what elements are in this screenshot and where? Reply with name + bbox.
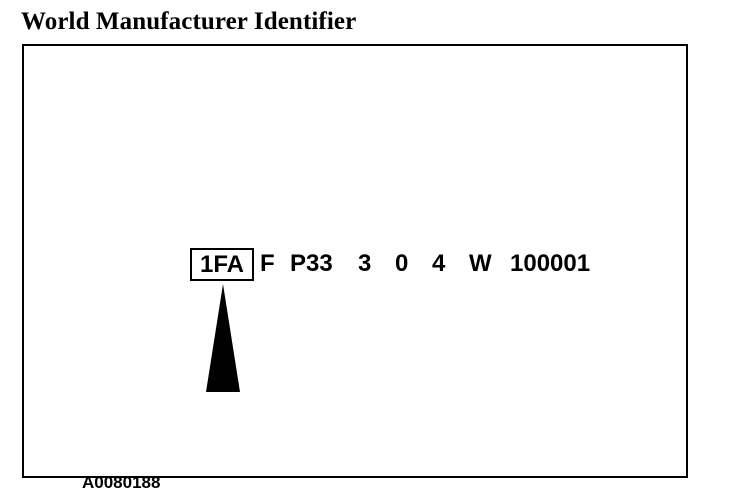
vin-segment-check-digit: 0 xyxy=(395,250,409,277)
vin-segment-series: P33 xyxy=(290,250,333,277)
vin-segment-plant: W xyxy=(469,250,492,277)
page-title: World Manufacturer Identifier xyxy=(21,8,357,35)
diagram-frame: 1FA F P33 3 0 4 W 100001 A0080188 xyxy=(22,44,688,492)
vin-segment-model-year: 4 xyxy=(432,250,446,277)
up-arrow-icon xyxy=(206,284,240,392)
vin-segment-serial: 100001 xyxy=(510,250,591,277)
vin-wmi-box: 1FA xyxy=(190,248,254,281)
reference-code: A0080188 xyxy=(82,473,161,492)
vin-segment-vehicle-line: F xyxy=(260,250,275,277)
vin-segment-engine: 3 xyxy=(358,250,372,277)
